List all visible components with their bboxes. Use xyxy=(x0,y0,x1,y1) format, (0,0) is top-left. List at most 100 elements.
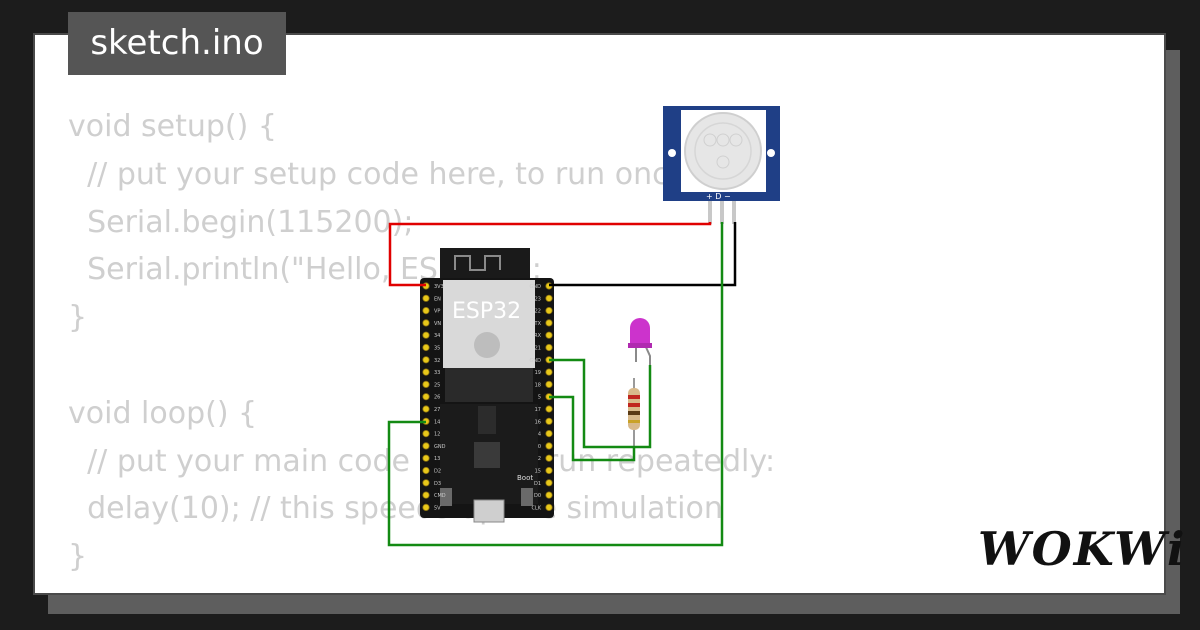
right-pin-label: GND xyxy=(530,358,542,364)
led-body xyxy=(630,318,650,345)
left-pin-label: 32 xyxy=(434,358,440,364)
espressif-logo-icon xyxy=(474,332,500,358)
left-pin-header: 3V3ENVPVN343532332526271412GND13D2D3CMD5… xyxy=(422,282,446,511)
left-pin[interactable] xyxy=(422,368,430,376)
wire-led-gnd-green xyxy=(549,358,652,449)
right-pin[interactable] xyxy=(545,503,553,511)
resistor[interactable] xyxy=(628,378,640,448)
pir-pin-data xyxy=(720,201,724,224)
left-pin-label: VN xyxy=(434,321,441,327)
right-pin-label: D0 xyxy=(534,493,541,499)
mount-hole-right xyxy=(767,149,775,157)
right-pin-label: 23 xyxy=(535,296,541,302)
right-pin-label: RX xyxy=(534,333,541,339)
esp32-label: ESP32 xyxy=(452,299,521,324)
left-pin-label: 34 xyxy=(434,333,440,339)
wire-data-green xyxy=(387,222,724,547)
boot-button xyxy=(521,488,533,506)
left-pin-label: 33 xyxy=(434,370,440,376)
right-pin-label: GND xyxy=(530,284,542,290)
left-pin[interactable] xyxy=(422,294,430,302)
left-pin-label: 25 xyxy=(434,382,440,388)
left-pin[interactable] xyxy=(422,479,430,487)
left-pin[interactable] xyxy=(422,380,430,388)
right-pin-label: 19 xyxy=(535,370,541,376)
right-pin[interactable] xyxy=(545,429,553,438)
pir-pin-gnd xyxy=(732,201,736,224)
right-pin[interactable] xyxy=(545,405,553,413)
en-button xyxy=(440,488,452,506)
right-pin[interactable] xyxy=(545,343,553,352)
left-pin[interactable] xyxy=(422,356,430,364)
left-pin-label: 14 xyxy=(434,419,440,425)
left-pin-label: 26 xyxy=(434,395,440,401)
left-pin-label: EN xyxy=(434,296,441,302)
right-pin[interactable] xyxy=(545,331,553,339)
wire-resistor-green xyxy=(549,395,636,462)
right-pin[interactable] xyxy=(545,319,553,327)
resistor-body xyxy=(628,388,640,430)
right-pin-label: 5 xyxy=(538,395,541,401)
left-pin[interactable] xyxy=(422,405,430,413)
left-pin-label: 5V xyxy=(434,505,441,511)
right-pin-label: 18 xyxy=(535,382,541,388)
right-pin-label: 17 xyxy=(535,407,541,413)
right-pin[interactable] xyxy=(545,368,553,376)
left-pin-label: 35 xyxy=(434,346,440,352)
left-pin[interactable] xyxy=(422,454,430,462)
right-pin-label: D1 xyxy=(534,481,541,487)
right-pin-label: 4 xyxy=(538,432,541,438)
boot-label: Boot xyxy=(517,474,533,482)
wires xyxy=(387,222,737,547)
wire-gnd-black xyxy=(549,222,737,287)
right-pin-label: 2 xyxy=(538,456,541,462)
right-pin[interactable] xyxy=(545,442,553,450)
left-pin-label: D2 xyxy=(434,469,441,475)
usb-chip xyxy=(474,442,500,468)
right-pin[interactable] xyxy=(545,454,553,462)
wire-vcc-red xyxy=(388,222,712,287)
right-pin[interactable] xyxy=(545,380,553,388)
right-pin-label: 15 xyxy=(535,469,541,475)
left-pin[interactable] xyxy=(422,442,430,450)
left-pin-label: 13 xyxy=(434,456,440,462)
left-pin[interactable] xyxy=(422,393,430,401)
left-pin[interactable] xyxy=(422,466,430,475)
right-pin[interactable] xyxy=(545,294,553,302)
right-pin[interactable] xyxy=(545,306,553,315)
right-pin[interactable] xyxy=(545,479,553,487)
right-pin-label: 22 xyxy=(535,309,541,315)
left-pin[interactable] xyxy=(422,491,430,499)
regulator xyxy=(478,406,496,434)
wokwi-logo: WOKWi xyxy=(978,522,1187,576)
right-pin-label: 21 xyxy=(535,346,541,352)
left-pin-label: VP xyxy=(434,309,440,315)
right-pin-label: 16 xyxy=(535,419,541,425)
pir-sensor[interactable]: + D − xyxy=(663,106,780,224)
module-bottom xyxy=(445,368,533,402)
right-pin[interactable] xyxy=(545,417,553,425)
pir-pin-vcc xyxy=(708,201,712,224)
left-pin[interactable] xyxy=(422,503,430,511)
right-pin-label: 0 xyxy=(538,444,541,450)
filename-tab[interactable]: sketch.ino xyxy=(68,12,286,75)
micro-usb-port xyxy=(473,499,505,523)
right-pin[interactable] xyxy=(545,491,553,499)
pir-dome xyxy=(684,112,762,190)
right-pin[interactable] xyxy=(545,466,553,475)
right-pin-label: CLK xyxy=(531,505,541,511)
left-pin-label: 12 xyxy=(434,432,440,438)
pir-pin-labels: + D − xyxy=(706,192,731,201)
esp32-board[interactable]: ESP32 Boot 3V3ENVPVN343532332526271412GN… xyxy=(420,248,554,523)
left-pin-label: GND xyxy=(434,444,446,450)
left-pin[interactable] xyxy=(422,319,430,327)
left-pin-label: 3V3 xyxy=(434,284,444,290)
led-purple[interactable] xyxy=(628,318,652,365)
left-pin[interactable] xyxy=(422,331,430,339)
left-pin[interactable] xyxy=(422,306,430,315)
left-pin[interactable] xyxy=(422,343,430,352)
left-pin[interactable] xyxy=(422,429,430,438)
left-pin-label: D3 xyxy=(434,481,441,487)
